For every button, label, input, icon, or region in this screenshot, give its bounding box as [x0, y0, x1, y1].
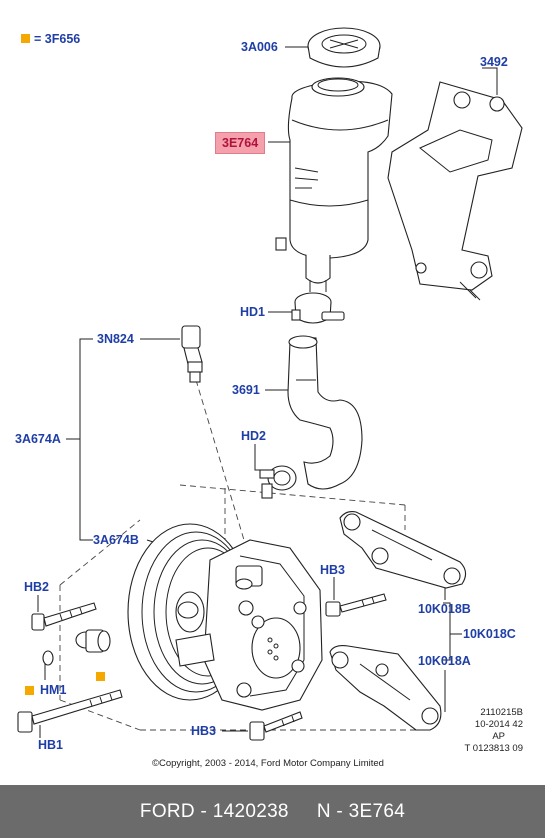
mount-lower — [329, 645, 442, 731]
reservoir-cap — [307, 27, 381, 68]
label-cap[interactable]: 3A006 — [241, 40, 278, 54]
mount-upper — [339, 511, 467, 589]
legend-marker — [21, 34, 30, 43]
bolt-hb3-right — [325, 593, 387, 617]
bolt-hb1 — [17, 689, 123, 733]
label-clamp-low[interactable]: HD2 — [241, 429, 267, 443]
ref-line-2: 10-2014 42 — [474, 719, 523, 730]
label-bracket[interactable]: 3492 — [480, 55, 508, 69]
label-ring[interactable]: HM1 — [40, 683, 67, 697]
legend-equals: = — [34, 32, 42, 46]
label-bolt-right[interactable]: HB3 — [320, 563, 346, 577]
pressure-sensor — [181, 325, 203, 383]
label-mount-lower[interactable]: 10K018A — [418, 654, 471, 668]
label-mount-upper[interactable]: 10K018B — [418, 602, 471, 616]
ref-line-4: T 0123813 09 — [464, 743, 523, 754]
parts-diagram: = 3F656 3A006 3E764 3492 HD1 3N824 3691 … — [15, 27, 523, 769]
clamp-hd1 — [291, 292, 345, 324]
diagram-drawing — [17, 27, 523, 741]
reservoir — [275, 77, 393, 292]
copyright: ©Copyright, 2003 - 2014, Ford Motor Comp… — [152, 758, 384, 769]
label-sensor[interactable]: 3N824 — [97, 332, 134, 346]
label-bolt-bottom[interactable]: HB3 — [191, 724, 217, 738]
footer-bar: FORD - 1420238 N - 3E764 — [0, 785, 545, 838]
label-reservoir[interactable]: 3E764 — [215, 132, 266, 154]
label-bolt-upper[interactable]: HB2 — [24, 580, 50, 594]
bolt-hb3-bottom — [249, 711, 303, 741]
ring-hm1 — [42, 650, 54, 666]
reference-block: 2110215B 10-2014 42 AP T 0123813 09 — [455, 707, 523, 755]
label-hose-assembly[interactable]: 3A674A — [15, 432, 61, 446]
ref-line-3: AP — [492, 731, 505, 742]
label-mount-group[interactable]: 10K018C — [463, 627, 516, 641]
label-hose-fitting[interactable]: 3A674B — [93, 533, 139, 547]
bolt-hb2 — [31, 602, 97, 631]
footer-reference: N - 3E764 — [316, 800, 406, 822]
label-bolt-long[interactable]: HB1 — [38, 738, 64, 752]
marker-spacer — [96, 672, 105, 681]
clamp-hd2 — [259, 465, 297, 499]
label-clamp-top[interactable]: HD1 — [240, 305, 266, 319]
dashed-outline — [59, 379, 431, 731]
legend-code: 3F656 — [44, 32, 81, 46]
label-hose[interactable]: 3691 — [232, 383, 260, 397]
hose — [287, 335, 363, 490]
pump-body — [175, 539, 323, 711]
footer-part-number: FORD - 1420238 — [139, 800, 289, 822]
ref-line-1: 2110215B — [480, 707, 523, 718]
mounting-bracket — [387, 81, 523, 301]
spacer-fitting — [75, 629, 111, 653]
marker-ring — [25, 686, 34, 695]
legend-text: = 3F656 — [34, 32, 80, 46]
